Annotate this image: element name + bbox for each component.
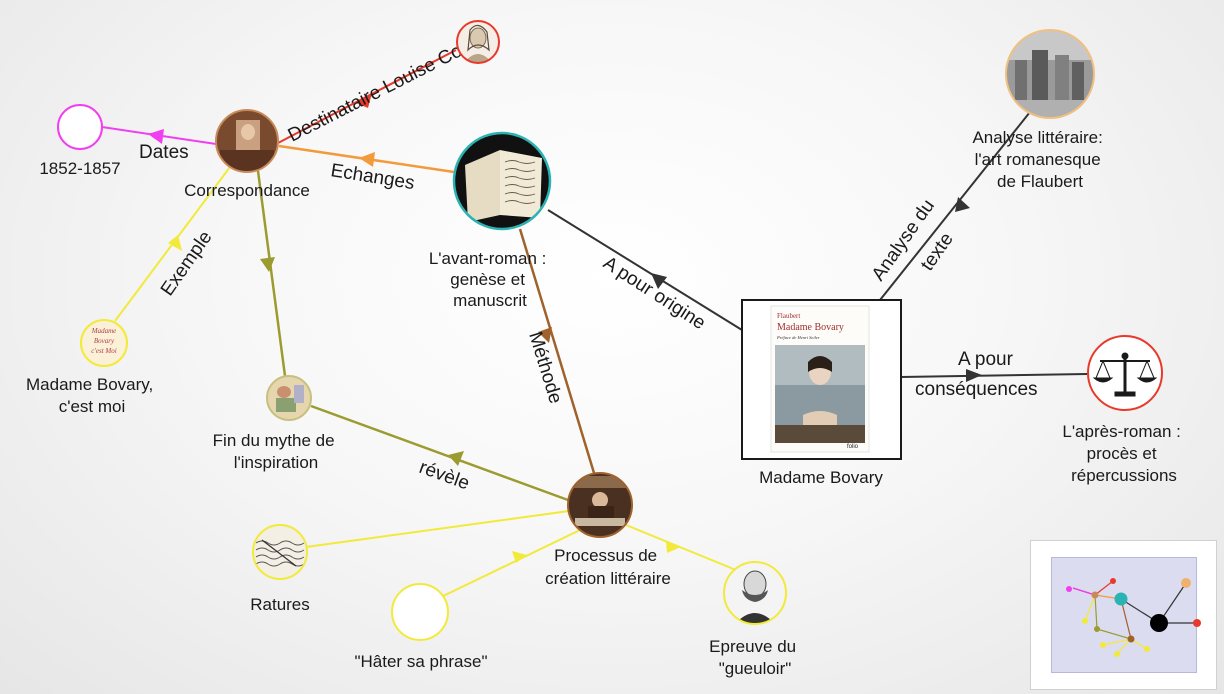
node-label-gueuloir: Epreuve du "gueuloir": [709, 637, 801, 678]
node-ratures[interactable]: Ratures: [250, 524, 310, 614]
node-label-correspondance: Correspondance: [184, 181, 310, 200]
edge-labels: Destinataire Louise Colet Dates Echanges…: [139, 31, 1038, 494]
node-label-hater-sa-phrase: "Hâter sa phrase": [354, 652, 487, 671]
node-label-fin-du-mythe: Fin du mythe de l'inspiration: [213, 431, 340, 472]
edge-label-a-pour-origine: A pour origine: [599, 253, 709, 334]
book-title: Madame Bovary: [777, 322, 844, 333]
scales-icon: [1092, 352, 1158, 397]
node-correspondance[interactable]: Correspondance: [184, 109, 310, 200]
edge-label-consequences: conséquences: [915, 379, 1038, 400]
node-analyse[interactable]: Analyse littéraire: l'art romanesque de …: [972, 29, 1107, 191]
svg-text:c'est Moi: c'est Moi: [91, 347, 116, 355]
edge-revele[interactable]: [310, 404, 569, 502]
node-louise-colet[interactable]: [456, 20, 500, 64]
node-label-ratures: Ratures: [250, 595, 310, 614]
edge-destinataire-arrow: [356, 93, 372, 108]
edge-a-pour-origine[interactable]: [547, 209, 743, 331]
manuscript-image: [454, 133, 550, 229]
edge-proc-gueuloir-arrow: [666, 541, 681, 553]
node-label-analyse: Analyse littéraire: l'art romanesque de …: [972, 128, 1107, 191]
edge-analyse-arrow: [955, 197, 970, 212]
edge-revele-arrow: [448, 451, 464, 466]
node-apres-roman[interactable]: L'après-roman : procès et répercussions: [1062, 335, 1185, 485]
book-cover-image: Flaubert Madame Bovary Préface de Henri …: [770, 305, 870, 453]
node-label-apres-roman: L'après-roman : procès et répercussions: [1062, 422, 1185, 485]
book-cover-image: Madame Bovary c'est Moi: [81, 320, 127, 366]
edge-label-a-pour: A pour: [958, 349, 1014, 370]
svg-text:Bovary: Bovary: [94, 337, 115, 345]
edge-proc-gueuloir[interactable]: [625, 524, 737, 571]
edge-a-pour-origine-arrow: [651, 273, 667, 289]
edge-corr-fin-arrow: [260, 257, 275, 272]
node-avant-roman[interactable]: L'avant-roman : genèse et manuscrit: [429, 131, 552, 310]
node-fin-du-mythe[interactable]: Fin du mythe de l'inspiration: [213, 375, 340, 472]
edge-proc-ratures[interactable]: [305, 510, 570, 548]
svg-text:Madame: Madame: [91, 327, 117, 335]
edge-label-texte: texte: [917, 229, 958, 275]
node-label-processus: Processus de création littéraire: [545, 546, 671, 588]
node-madame-bovary[interactable]: Flaubert Madame Bovary Préface de Henri …: [741, 299, 902, 487]
illustration-image: [267, 376, 311, 420]
node-madame-bovary-cest-moi[interactable]: Madame Bovary c'est Moi Madame Bovary, c…: [26, 319, 158, 416]
painting-image: [568, 473, 632, 537]
edge-proc-hater-arrow: [512, 551, 527, 563]
portrait-image: [724, 562, 786, 624]
edge-proc-hater[interactable]: [438, 529, 581, 599]
node-label-avant-roman: L'avant-roman : genèse et manuscrit: [429, 249, 551, 310]
edge-analyse[interactable]: [879, 111, 1031, 301]
edge-corr-fin[interactable]: [256, 170, 287, 377]
painting-image: [216, 110, 278, 172]
book-author: Flaubert: [777, 312, 800, 320]
edge-echanges-arrow: [359, 152, 375, 167]
book-preface: Préface de Henri Seiler: [776, 335, 820, 340]
book-publisher: folio: [847, 444, 859, 450]
node-label-dates: 1852-1857: [39, 159, 120, 178]
edge-exemple-arrow: [168, 235, 182, 251]
node-dates[interactable]: 1852-1857: [39, 104, 121, 178]
minimap[interactable]: [1030, 540, 1217, 690]
edge-methode-arrow: [538, 327, 552, 343]
edge-label-dates: Dates: [139, 142, 189, 163]
edge-label-exemple: Exemple: [157, 227, 217, 300]
edge-a-pour-consequences[interactable]: [900, 373, 1088, 378]
portrait-image: [464, 24, 492, 63]
edge-a-pour-consequences-arrow: [966, 369, 982, 382]
node-label-madame-bovary: Madame Bovary: [759, 468, 883, 487]
minimap-graph: [1066, 578, 1201, 657]
edges: [101, 49, 1088, 599]
manuscript-image: [253, 525, 307, 579]
node-gueuloir[interactable]: Epreuve du "gueuloir": [709, 561, 801, 678]
edge-methode[interactable]: [518, 228, 596, 474]
node-processus[interactable]: Processus de création littéraire: [545, 472, 671, 588]
edge-dates-arrow: [148, 129, 164, 144]
edge-label-methode: Méthode: [524, 329, 566, 406]
edge-label-destinataire: Destinataire Louise Colet: [285, 31, 484, 146]
node-label-madame-bovary-cest-moi: Madame Bovary, c'est moi: [26, 375, 158, 416]
minimap-viewport[interactable]: [1051, 557, 1197, 673]
node-hater-sa-phrase[interactable]: "Hâter sa phrase": [354, 583, 488, 671]
